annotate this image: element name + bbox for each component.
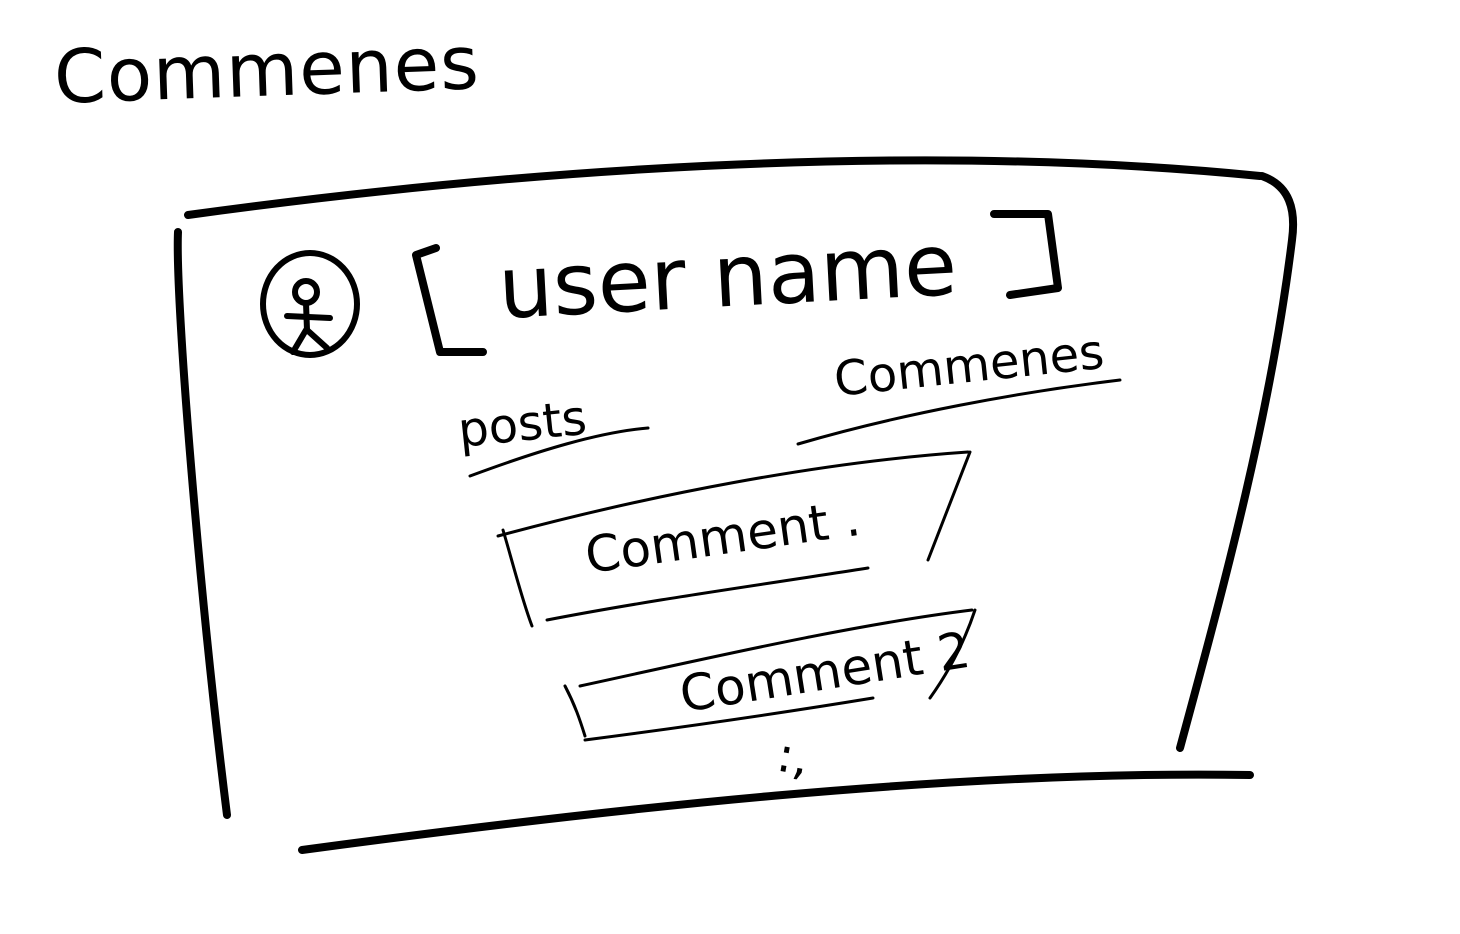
page-title: Commenes	[53, 20, 481, 121]
more-indicator: :,	[773, 727, 814, 788]
comment-label: Comment 2	[676, 621, 974, 724]
comment-card[interactable]: Comment 2	[563, 608, 977, 742]
user-name-header: user name	[412, 210, 1062, 356]
tab-posts-label: posts	[455, 390, 589, 459]
user-avatar-icon[interactable]	[260, 250, 360, 358]
tab-posts[interactable]: posts	[455, 390, 650, 478]
comment-card[interactable]: Comment .	[496, 450, 972, 628]
tab-comments-label: Commenes	[831, 324, 1106, 408]
user-name: user name	[496, 215, 959, 339]
screen-frame	[173, 156, 1298, 854]
tab-comments[interactable]: Commenes	[796, 324, 1122, 446]
comment-label: Comment .	[582, 489, 864, 585]
